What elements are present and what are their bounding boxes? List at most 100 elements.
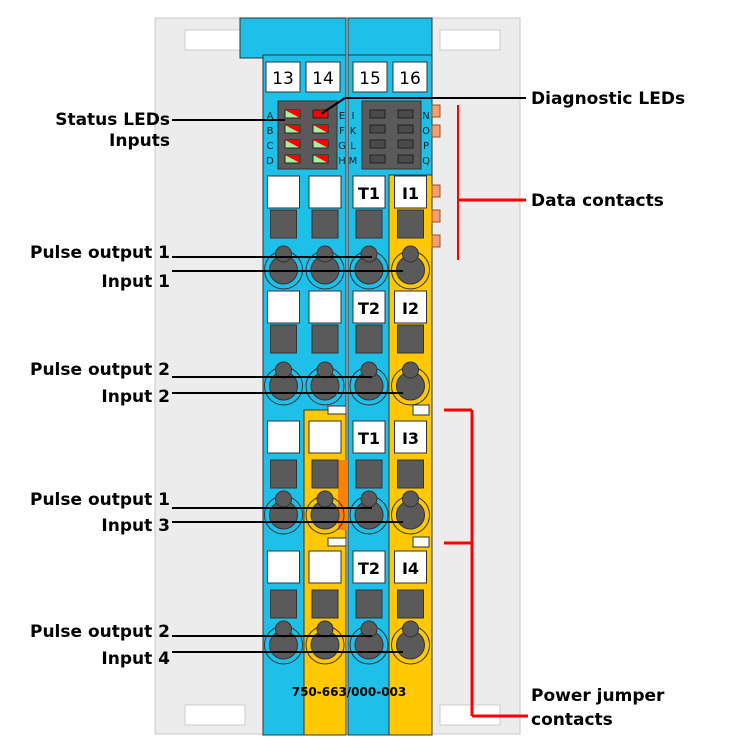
channel-number-box [265, 61, 301, 93]
diagnostic-led [369, 139, 386, 149]
wire-entry [402, 490, 419, 508]
marker-label [352, 420, 386, 454]
orange-jumper [338, 460, 348, 530]
release-button [397, 459, 424, 489]
diagnostic-led [397, 124, 414, 134]
callout-pulse-output-2b: Pulse output 2 [30, 622, 170, 642]
terminal-tag: I2 [402, 299, 419, 318]
marker-label [308, 290, 342, 324]
led-letter: M [349, 156, 358, 167]
led-letter: B [267, 126, 274, 137]
wire-entry [360, 361, 378, 379]
rail-notch [439, 29, 501, 51]
release-button [270, 589, 297, 619]
release-button [355, 324, 383, 354]
callout-diagnostic-leds: Diagnostic LEDs [531, 89, 685, 109]
channel-number-box [352, 61, 388, 93]
callout-input-1: Input 1 [101, 272, 170, 292]
callout-input-4: Input 4 [101, 649, 170, 669]
led-letter: K [350, 126, 357, 137]
led-letter: C [267, 141, 274, 152]
terminal-tag: T1 [358, 184, 380, 203]
wire-entry [402, 620, 419, 638]
marker-label [267, 290, 300, 324]
led-letter: O [422, 126, 430, 137]
data-contact [431, 234, 441, 248]
release-button [311, 459, 339, 489]
status-led-red-half [285, 110, 300, 118]
wire-entry [275, 245, 292, 263]
channel-number: 15 [359, 69, 381, 89]
marker-label [394, 550, 427, 584]
marker-label [267, 175, 300, 209]
diagnostic-led [369, 109, 386, 119]
led-letter: E [339, 111, 345, 122]
channel-number-box [392, 61, 428, 93]
diagnostic-led [369, 124, 386, 134]
data-contact [431, 209, 441, 223]
diagnostic-led [397, 139, 414, 149]
release-button [397, 324, 424, 354]
status-led-red-half [313, 155, 328, 163]
diagnostic-leds-leader [320, 97, 346, 115]
wire-entry [402, 245, 419, 263]
led-letter: P [423, 141, 429, 152]
wire-entry [316, 620, 334, 638]
callout-pulse-output-1b: Pulse output 1 [30, 490, 170, 510]
marker-label [352, 175, 386, 209]
channel-number: 14 [312, 69, 334, 89]
channel-number: 16 [399, 69, 421, 89]
release-button [397, 209, 424, 239]
callout-lines [172, 97, 528, 718]
release-button [311, 209, 339, 239]
module-1-latch [239, 17, 347, 59]
terminal-tag: T2 [358, 299, 380, 318]
marker-label [394, 290, 427, 324]
module-2-latch [347, 17, 433, 59]
power-jumper-slot [327, 405, 347, 415]
data-contact [431, 104, 441, 118]
callout-power-jumper-contacts: contacts [531, 710, 613, 730]
led-letter: D [266, 156, 274, 167]
marker-label [308, 550, 342, 584]
release-button [355, 459, 383, 489]
marker-label [394, 420, 427, 454]
terminal-tag: T1 [358, 429, 380, 448]
power-jumper-slot [327, 537, 347, 547]
wire-entry [275, 361, 292, 379]
led-letter: F [339, 126, 345, 137]
status-led-red-half [313, 125, 328, 133]
release-button [355, 589, 383, 619]
rail-notch [184, 29, 246, 51]
callout-status-leds: Status LEDs [55, 110, 170, 130]
status-led-red-half [313, 140, 328, 148]
release-button [311, 589, 339, 619]
led-letter: I [352, 111, 355, 122]
release-button [270, 459, 297, 489]
wire-entry [316, 245, 334, 263]
release-button [311, 324, 339, 354]
led-letter: H [338, 156, 346, 167]
channel-number-box [305, 61, 341, 93]
marker-label [352, 290, 386, 324]
callout-pulse-output-1a: Pulse output 1 [30, 243, 170, 263]
power-jumper-contact [412, 404, 430, 416]
terminal-tag: I1 [402, 184, 419, 203]
led-letter: A [267, 111, 274, 122]
terminal-tag: T2 [358, 559, 380, 578]
status-led-red-half [285, 140, 300, 148]
status-led-red-half [285, 125, 300, 133]
model-number: 750-663/000-003 [292, 685, 407, 699]
wire-entry [275, 490, 292, 508]
marker-label [352, 550, 386, 584]
status-led-red-half [285, 155, 300, 163]
diagnostic-led [369, 154, 386, 164]
wire-entry [316, 490, 334, 508]
callout-input-2: Input 2 [101, 387, 170, 407]
callout-status-leds-inputs: Inputs [109, 131, 170, 151]
power-jumper-contact [412, 536, 430, 548]
diagnostic-led [397, 154, 414, 164]
wire-entry [360, 620, 378, 638]
